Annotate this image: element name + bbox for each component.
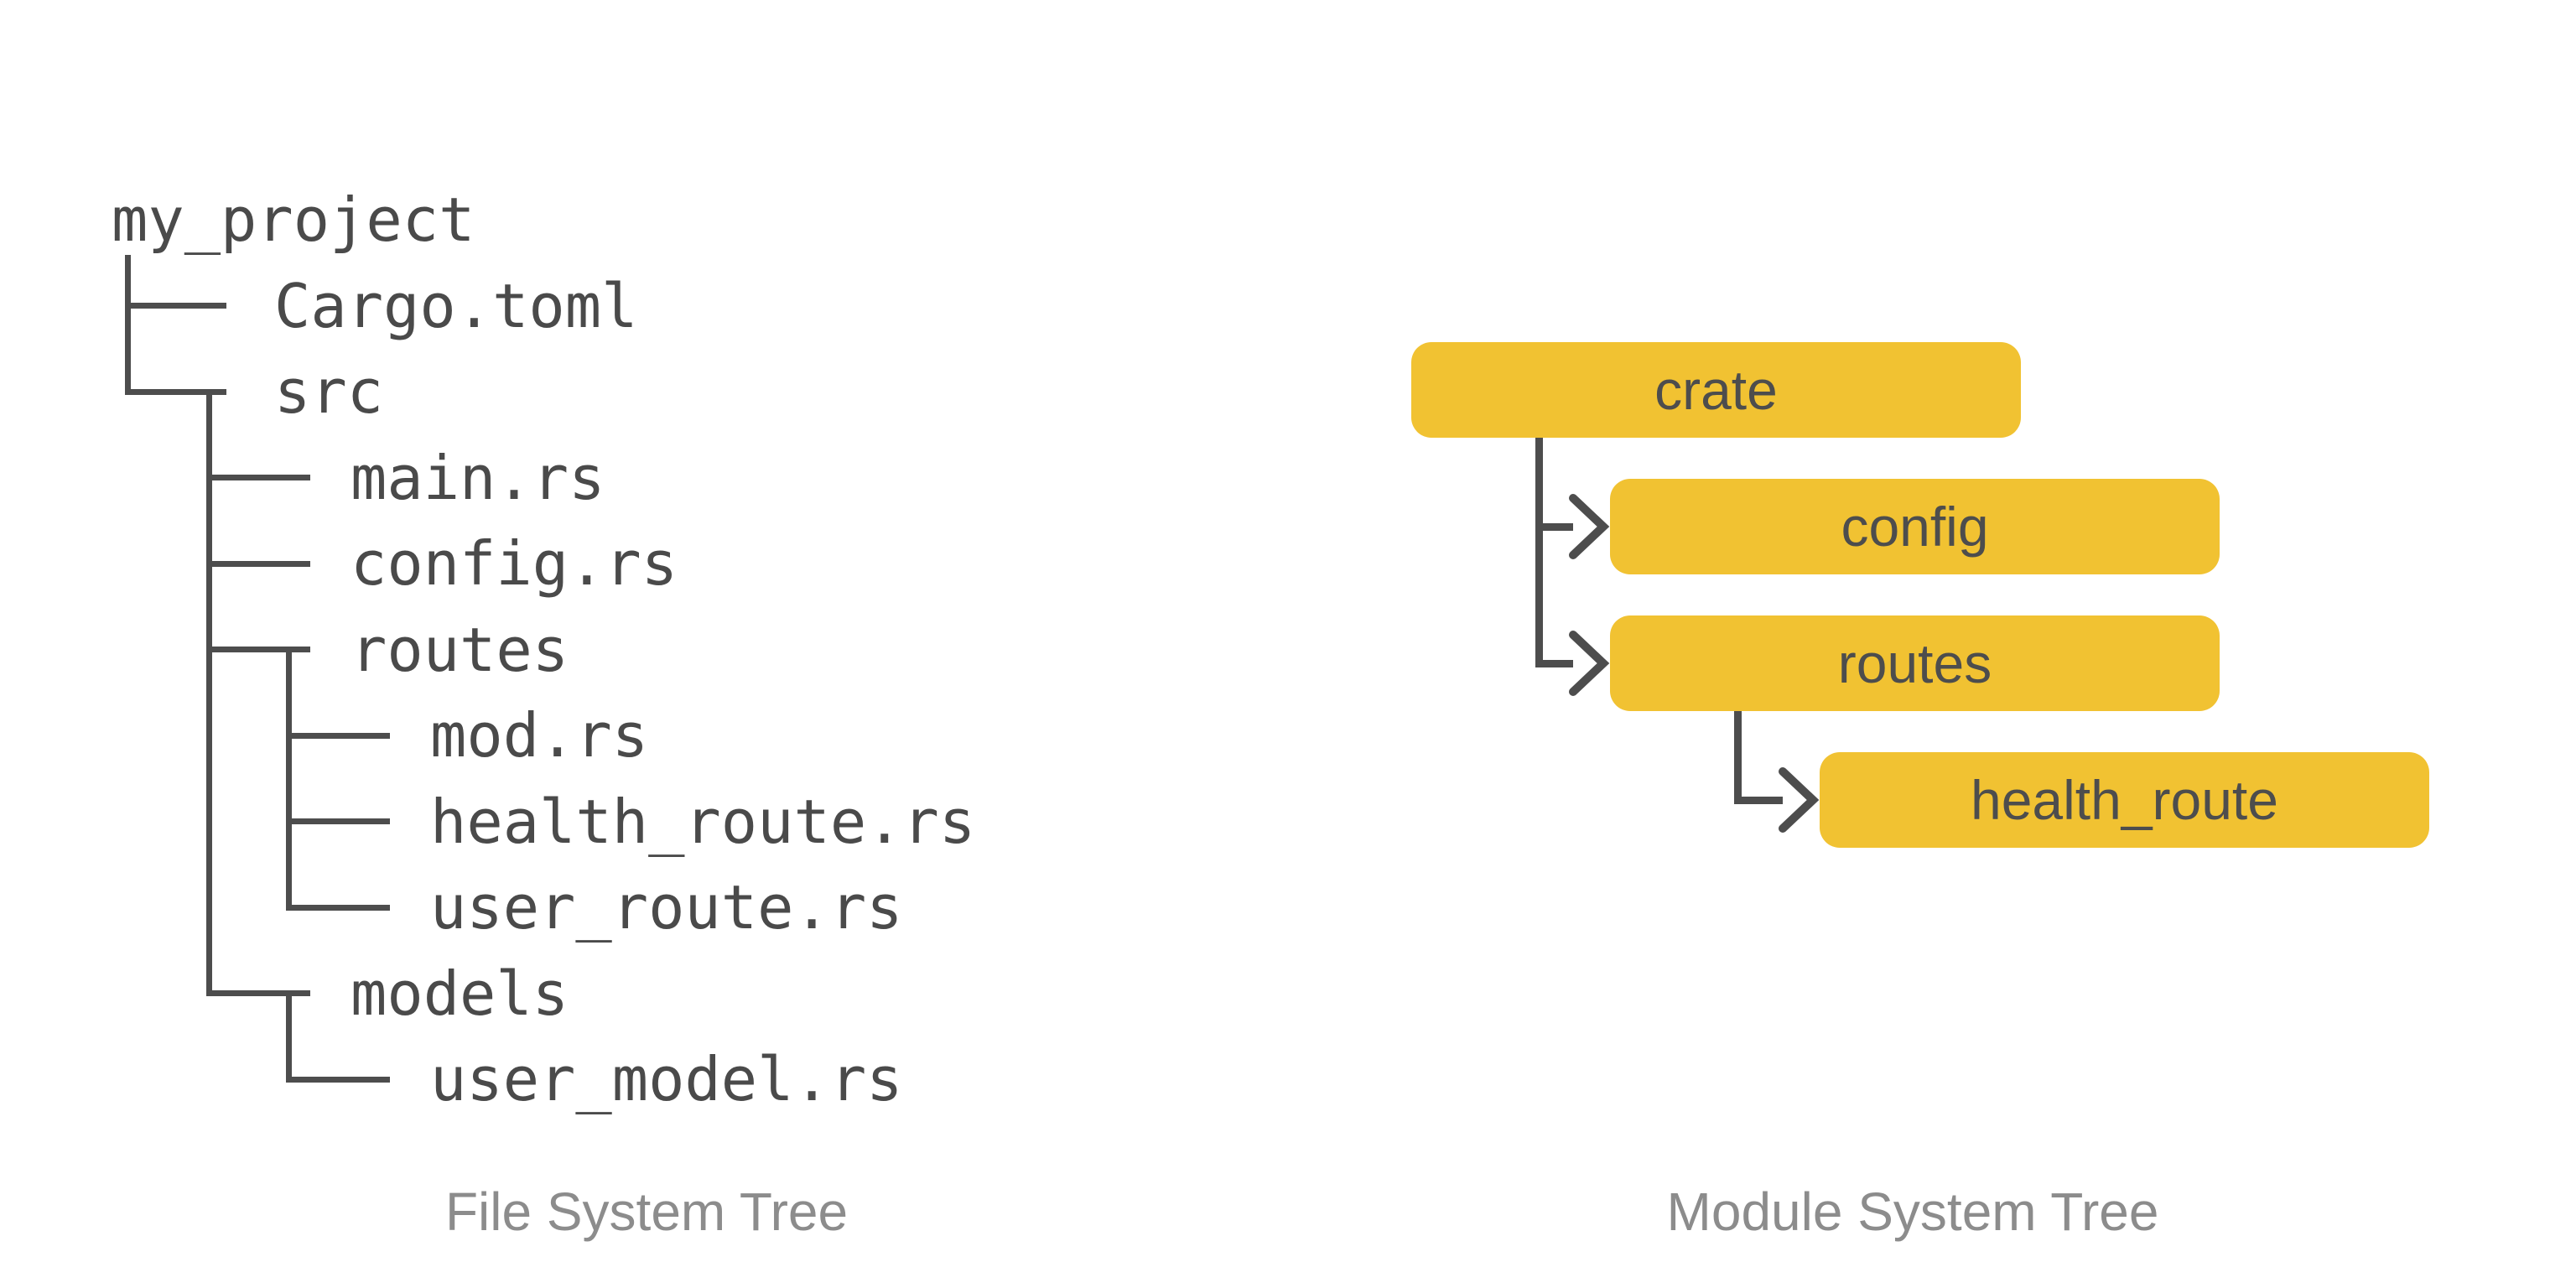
module-box-label-crate: crate [1654,359,1778,421]
file-tree-item-config-rs: config.rs [351,528,678,599]
file-tree-item-mod-rs: mod.rs [430,700,649,771]
tree-connector-vertical [124,255,131,395]
module-connector-horizontal [1535,659,1573,667]
file-tree-item-user_model-rs: user_model.rs [430,1044,903,1114]
file-tree-item-main-rs: main.rs [351,442,605,513]
module-box-crate: crate [1411,342,2021,438]
tree-connector-horizontal [285,732,390,739]
arrow-right-icon [1569,494,1610,559]
file-tree-item-src: src [274,356,384,427]
module-connector-horizontal [1733,796,1783,804]
module-box-label-routes: routes [1837,632,1992,694]
module-box-routes: routes [1610,615,2220,711]
arrow-right-icon [1569,631,1610,696]
tree-connector-horizontal [205,647,310,652]
module-system-tree-caption: Module System Tree [1666,1182,2159,1242]
module-connector-vertical [1733,711,1742,804]
module-connector-horizontal [1535,522,1573,531]
tree-connector-horizontal [124,303,226,309]
module-box-label-health_route: health_route [1971,769,2278,831]
module-box-health_route: health_route [1820,752,2429,848]
tree-connector-horizontal [205,475,310,480]
file-tree-item-user_route-rs: user_route.rs [430,872,903,943]
file-tree-item-routes: routes [351,614,569,685]
tree-connector-vertical [205,392,212,996]
file-tree-item-my_project: my_project [112,184,475,255]
tree-connector-horizontal [285,904,390,911]
module-connector-vertical [1535,438,1543,667]
tree-connector-horizontal [205,560,310,567]
file-tree-item-Cargo-toml: Cargo.toml [274,270,638,341]
file-system-tree-caption: File System Tree [444,1182,849,1242]
tree-connector-vertical [285,649,292,911]
module-box-config: config [1610,479,2220,574]
arrow-right-icon [1779,767,1820,833]
tree-connector-horizontal [205,990,310,996]
file-tree-item-models: models [351,958,569,1029]
module-box-label-config: config [1841,496,1989,558]
file-tree-item-health_route-rs: health_route.rs [430,786,976,857]
tree-connector-horizontal [285,1076,390,1083]
tree-connector-vertical [285,993,292,1083]
tree-connector-horizontal [285,818,390,824]
tree-connector-horizontal [124,388,226,395]
